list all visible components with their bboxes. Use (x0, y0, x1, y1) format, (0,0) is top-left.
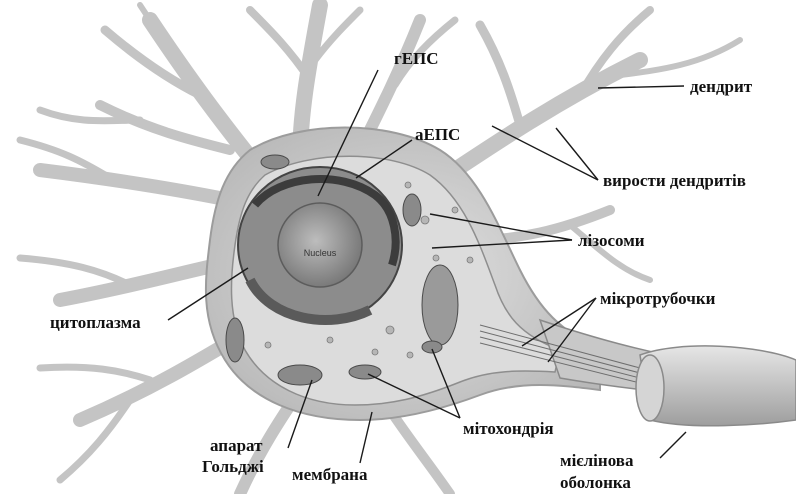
mitochondria-label: мітохондрія (463, 420, 554, 438)
mitochondrion-4 (422, 341, 442, 353)
dendrite-label: дендрит (690, 78, 752, 96)
nucleus-label: Nucleus (304, 248, 337, 258)
mitochondrion-3 (349, 365, 381, 379)
golgi-stack (422, 265, 458, 345)
myelin-sheath (636, 346, 796, 426)
microtubules-label: мікротрубочки (600, 290, 715, 308)
myelin-label-line-1: мієлінова (560, 452, 633, 470)
mitochondrion-5 (261, 155, 289, 169)
mitochondrion-2 (226, 318, 244, 362)
mitochondrion-1 (403, 194, 421, 226)
dendrite-spines-label: вирости дендритів (603, 172, 746, 190)
myelin-label-line-2: оболонка (560, 474, 631, 492)
lysosomes-label: лізосоми (578, 232, 645, 250)
cytoplasm-label: цитоплазма (50, 314, 141, 332)
golgi-label-line-2: Гольджі (202, 458, 264, 476)
membrane-label: мембрана (292, 466, 367, 484)
rer-label: гЕПС (394, 50, 439, 68)
golgi-apparatus (278, 365, 322, 385)
golgi-label-line-1: апарат (210, 437, 262, 455)
ser-label: аЕПС (415, 126, 460, 144)
